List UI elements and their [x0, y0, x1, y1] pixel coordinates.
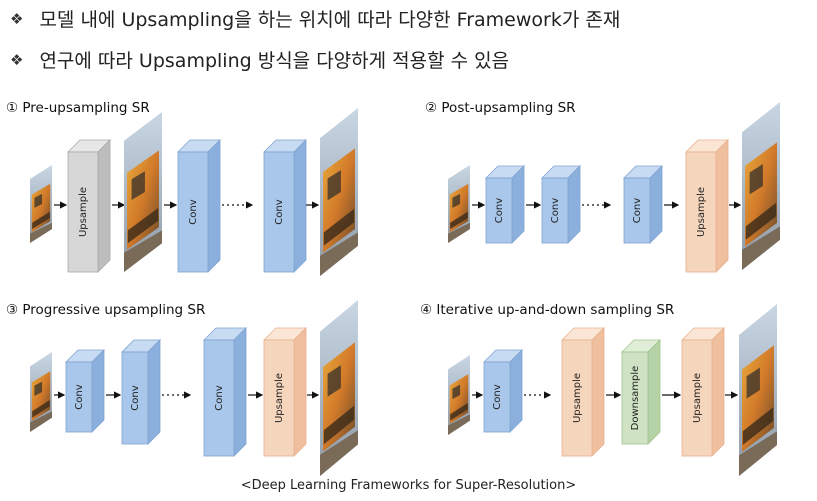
train-image-icon — [30, 165, 52, 243]
conv-block-label: Conv — [130, 385, 141, 410]
conv-block: Conv — [541, 165, 581, 244]
conv-block-label: Conv — [274, 199, 285, 224]
upsample-block-label: Upsample — [696, 187, 707, 237]
figure-caption: <Deep Learning Frameworks for Super-Reso… — [240, 478, 577, 493]
framework-3-title: ③ Progressive upsampling SR — [6, 302, 205, 318]
conv-block: Conv — [623, 165, 663, 244]
conv-block: Conv — [177, 139, 221, 273]
conv-block-label: Conv — [494, 198, 505, 223]
bullet-1-text: 모델 내에 Upsampling을 하는 위치에 따라 다양한 Framewor… — [39, 9, 621, 31]
conv-block: Conv — [203, 327, 247, 457]
upsample-block: Upsample — [681, 327, 725, 457]
upsample-block: Upsample — [685, 139, 729, 273]
conv-block: Conv — [263, 139, 307, 273]
upsample-block-label: Upsample — [78, 187, 89, 237]
downsample-block: Downsample — [621, 339, 661, 445]
conv-block: Conv — [483, 349, 523, 433]
conv-block: Conv — [485, 165, 525, 244]
upsample-block: Upsample — [263, 327, 307, 457]
conv-block-label: Conv — [74, 384, 85, 409]
framework-1-title: ① Pre-upsampling SR — [6, 100, 150, 116]
conv-block-label: Conv — [550, 198, 561, 223]
conv-block: Conv — [65, 349, 105, 433]
train-image-icon — [320, 300, 358, 476]
bullet-1: ❖ 모델 내에 Upsampling을 하는 위치에 따라 다양한 Framew… — [10, 5, 620, 32]
diamond-bullet-icon: ❖ — [10, 9, 24, 28]
conv-block-label: Conv — [214, 385, 225, 410]
upsample-block-label: Upsample — [274, 373, 285, 423]
conv-block: Conv — [121, 339, 161, 445]
train-image-icon — [448, 355, 470, 435]
upsample-block-label: Upsample — [692, 373, 703, 423]
conv-block-label: Conv — [632, 198, 643, 223]
upsample-block-label: Upsample — [572, 373, 583, 423]
train-image-icon — [30, 352, 52, 432]
train-image-icon — [320, 108, 358, 276]
conv-block-label: Conv — [492, 384, 503, 409]
framework-2-title: ② Post-upsampling SR — [425, 100, 576, 116]
train-image-icon — [448, 165, 470, 243]
train-image-icon — [739, 304, 777, 476]
downsample-block-label: Downsample — [630, 366, 641, 431]
bullet-2-text: 연구에 따라 Upsampling 방식을 다양하게 적용할 수 있음 — [39, 50, 510, 72]
train-image-icon — [742, 102, 780, 270]
conv-block-label: Conv — [188, 199, 199, 224]
upsample-block: Upsample — [561, 327, 605, 457]
framework-4-title: ④ Iterative up-and-down sampling SR — [420, 302, 674, 318]
bullet-2: ❖ 연구에 따라 Upsampling 방식을 다양하게 적용할 수 있음 — [10, 46, 509, 73]
train-image-icon — [124, 112, 162, 272]
diamond-bullet-icon: ❖ — [10, 50, 24, 69]
upsample-block: Upsample — [67, 139, 111, 273]
